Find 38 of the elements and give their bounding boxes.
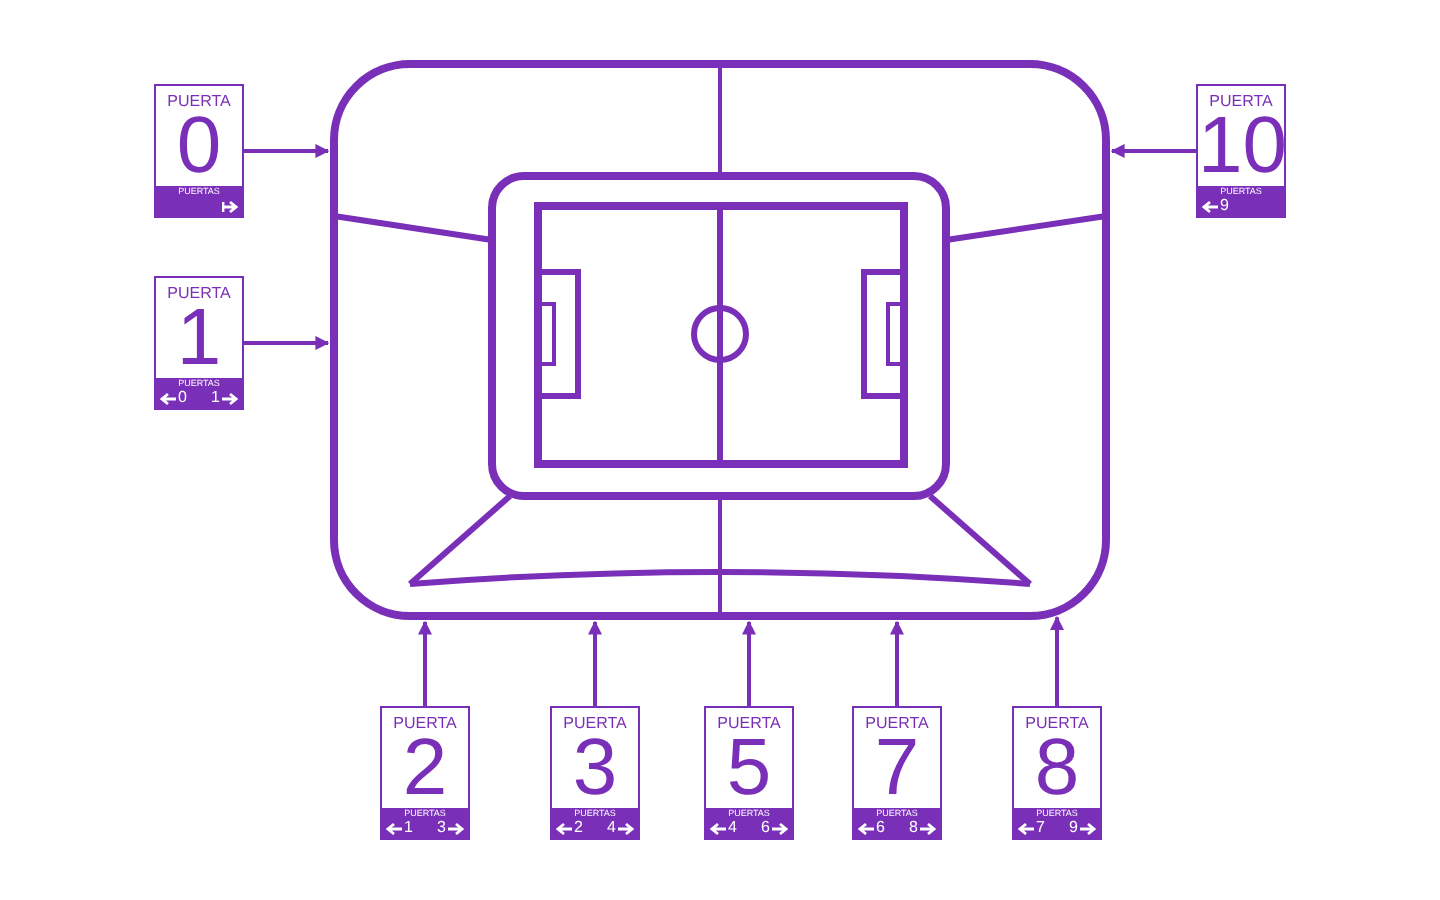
- gate-sign: [154, 276, 244, 410]
- gate-sign: [1012, 706, 1102, 840]
- neighbor-gate-number: 4: [728, 820, 737, 836]
- neighbor-gate-number: 6: [761, 820, 770, 836]
- gate-label: PUERTA: [563, 714, 627, 732]
- neighbor-gate-number: 1: [211, 390, 220, 406]
- gate-label: PUERTA: [167, 284, 231, 302]
- arrow: [890, 620, 904, 706]
- arrow: [1110, 144, 1196, 158]
- neighbor-gate-number: 0: [178, 390, 187, 406]
- gate-sign: [154, 84, 244, 218]
- gate-label: PUERTA: [717, 714, 781, 732]
- neighbor-gate-number: 7: [1036, 820, 1045, 836]
- arrow: [244, 336, 330, 350]
- gate-sign: [380, 706, 470, 840]
- neighbor-gate-number: 4: [607, 820, 616, 836]
- gate-label: PUERTA: [167, 92, 231, 110]
- arrow: [742, 620, 756, 706]
- neighbor-gate-number: 3: [437, 820, 446, 836]
- gate-sign: [550, 706, 640, 840]
- arrow: [1050, 615, 1064, 706]
- neighbor-gate-number: 8: [909, 820, 918, 836]
- gate-sign: [1196, 84, 1286, 218]
- gate-label: PUERTA: [1209, 92, 1273, 110]
- neighbor-gate-number: 9: [1069, 820, 1078, 836]
- neighbor-gate-number: 1: [404, 820, 413, 836]
- stadium-drawing: [330, 60, 1110, 620]
- gate-label: PUERTA: [865, 714, 929, 732]
- arrow: [588, 620, 602, 706]
- neighbor-gate-number: 9: [1220, 198, 1229, 214]
- arrow: [418, 620, 432, 706]
- neighbor-gate-number: 2: [574, 820, 583, 836]
- neighbor-gate-number: 6: [876, 820, 885, 836]
- gate-label: PUERTA: [393, 714, 457, 732]
- gate-sign: [704, 706, 794, 840]
- gate-label: PUERTA: [1025, 714, 1089, 732]
- gate-sign: [852, 706, 942, 840]
- arrow: [244, 144, 330, 158]
